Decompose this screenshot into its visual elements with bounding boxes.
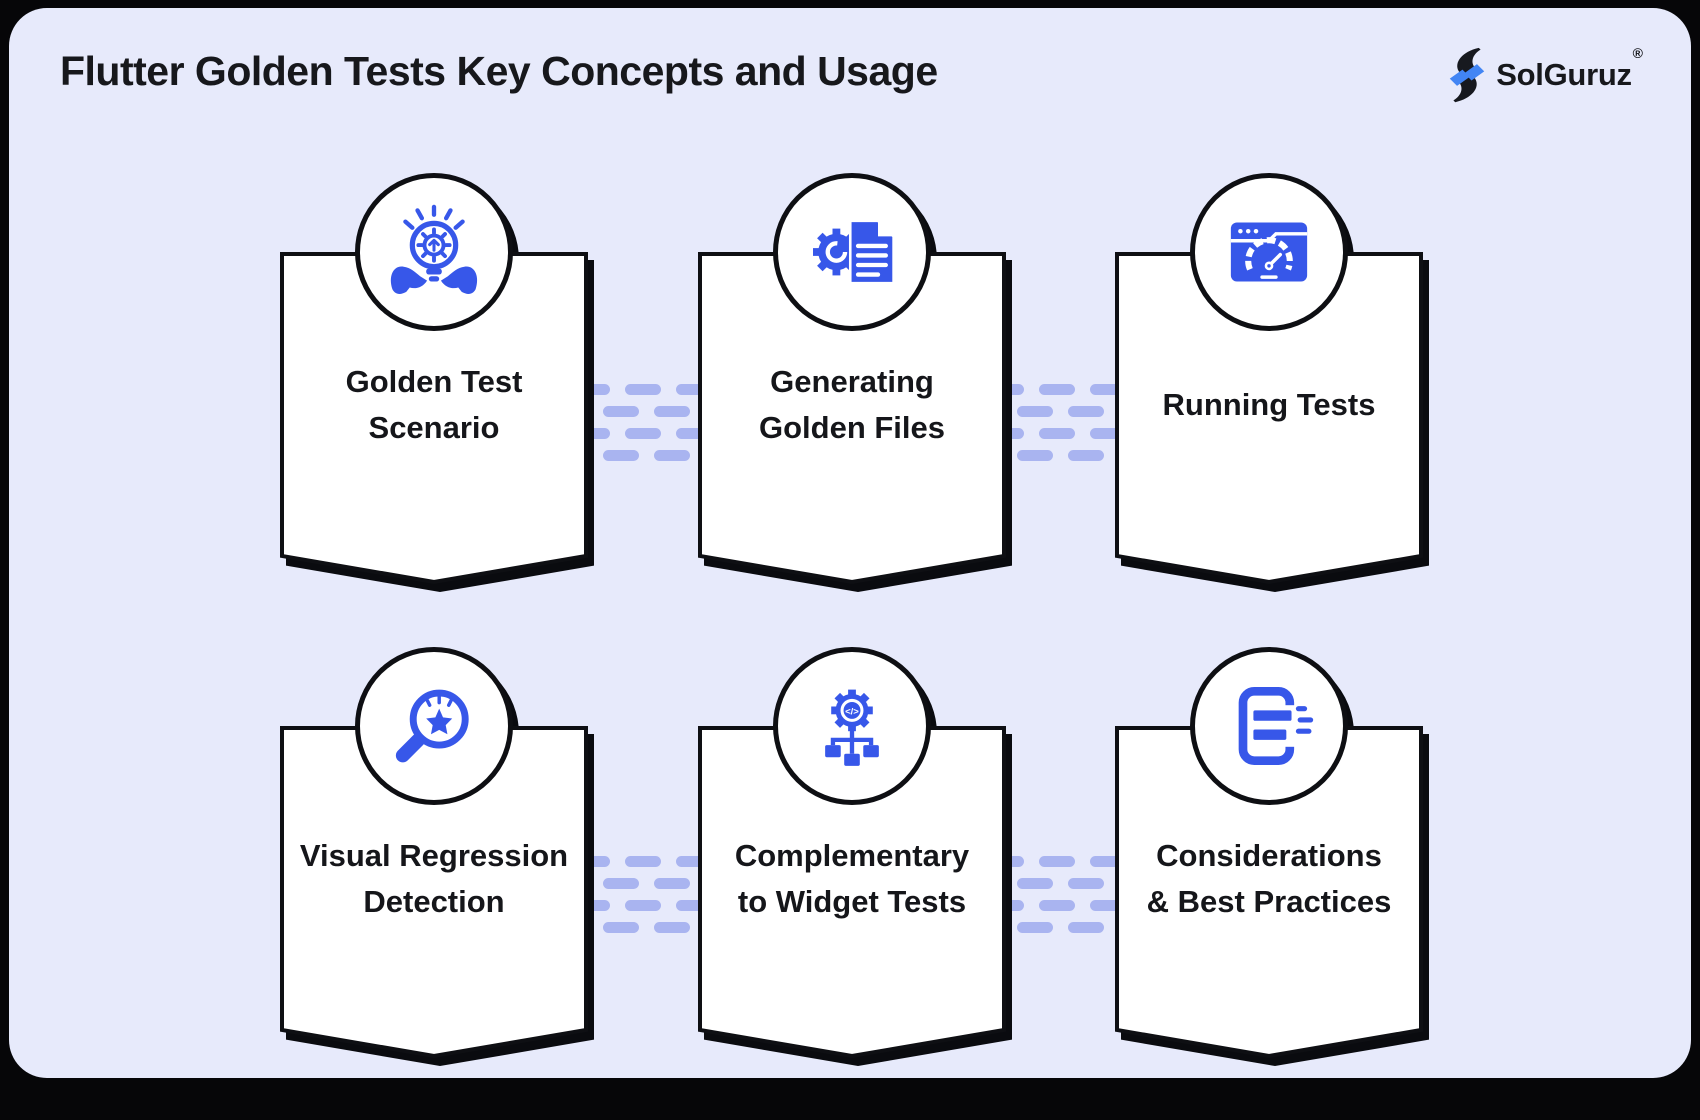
card-visual-regression-detection: Visual Regression Detection	[280, 646, 588, 1062]
connector-dash	[1090, 384, 1126, 395]
card-pennant-shape	[1115, 252, 1423, 585]
card-label-line1: Golden Test	[345, 364, 523, 400]
connector-dash	[1017, 922, 1053, 933]
connector-dash	[1068, 878, 1104, 889]
connector-dash	[654, 922, 690, 933]
brand-logo: SolGuruz®	[1446, 45, 1643, 104]
brand-name: SolGuruz	[1496, 57, 1632, 92]
connector-dash	[676, 856, 712, 867]
card-label-line2: to Widget Tests	[737, 884, 967, 919]
connector-row2-right	[988, 856, 1128, 936]
icon-badge	[355, 173, 513, 331]
hands-idea-bulb-icon	[390, 204, 478, 294]
icon-badge	[773, 173, 931, 331]
connector-dash	[574, 384, 610, 395]
connector-dash	[625, 428, 661, 439]
connector-row1-right	[988, 384, 1128, 464]
card-label-line1: Complementary	[734, 838, 970, 874]
icon-badge	[1190, 173, 1348, 331]
card-pennant-shape	[280, 726, 588, 1059]
connector-dash	[988, 428, 1024, 439]
card-label-line2: & Best Practices	[1146, 884, 1392, 919]
connector-dash	[1017, 406, 1053, 417]
connector-dash	[676, 900, 712, 911]
card-label-line2: Detection	[363, 884, 505, 919]
connector-dash	[1039, 856, 1075, 867]
connector-dash	[1068, 922, 1104, 933]
card-pennant-shape	[698, 252, 1006, 585]
card-label-line2: Scenario	[368, 410, 500, 445]
card-label: Visual Regression Detection	[280, 726, 588, 1032]
connector-dash	[603, 450, 639, 461]
solguruz-logo-icon	[1450, 47, 1485, 103]
connector-dash	[654, 878, 690, 889]
page-title: Flutter Golden Tests Key Concepts and Us…	[60, 48, 938, 94]
connector-dash	[1017, 450, 1053, 461]
card-label: Generating Golden Files	[698, 252, 1006, 558]
connector-dash	[676, 428, 712, 439]
connector-dash	[1090, 856, 1126, 867]
registered-trademark: ®	[1632, 45, 1643, 61]
connector-dash	[654, 406, 690, 417]
card-label-line1: Considerations	[1156, 838, 1382, 874]
card-label: Considerations & Best Practices	[1115, 726, 1423, 1032]
svg-text:</>: </>	[845, 706, 859, 717]
connector-dash	[1039, 428, 1075, 439]
connector-dash	[1039, 384, 1075, 395]
connector-dash	[1090, 428, 1126, 439]
magnifier-star-icon	[395, 689, 469, 763]
icon-badge	[1190, 647, 1348, 805]
card-label: Golden Test Scenario	[280, 252, 588, 558]
connector-dash	[1039, 900, 1075, 911]
connector-dash	[654, 450, 690, 461]
card-running-tests: Running Tests	[1115, 172, 1423, 588]
connector-dash	[1068, 450, 1104, 461]
gear-code-flow-icon: </>	[825, 689, 879, 766]
connector-dash	[988, 900, 1024, 911]
connector-dash	[1017, 878, 1053, 889]
card-label-line1: Visual Regression	[299, 838, 569, 874]
connector-dash	[574, 428, 610, 439]
card-label: Complementary to Widget Tests	[698, 726, 1006, 1032]
gear-document-icon	[813, 219, 895, 285]
connector-row2-left	[574, 856, 714, 936]
connector-dash	[603, 878, 639, 889]
card-label-line2: Golden Files	[758, 410, 946, 445]
icon-badge	[355, 647, 513, 805]
card-generating-golden-files: Generating Golden Files	[698, 172, 1006, 588]
connector-dash	[988, 384, 1024, 395]
connector-dash	[574, 900, 610, 911]
card-golden-test-scenario: Golden Test Scenario	[280, 172, 588, 588]
connector-dash	[574, 856, 610, 867]
card-complementary-to-widget-tests: </> Complementary to Widget Tests	[698, 646, 1006, 1062]
connector-dash	[625, 384, 661, 395]
card-pennant-shape	[698, 726, 1006, 1059]
connector-dash	[1090, 900, 1126, 911]
connector-dash	[603, 406, 639, 417]
card-considerations-best-practices: Considerations & Best Practices	[1115, 646, 1423, 1062]
document-speed-icon	[1238, 687, 1314, 765]
card-label: Running Tests	[1115, 252, 1423, 558]
card-pennant-shape	[280, 252, 588, 585]
connector-dash	[988, 856, 1024, 867]
connector-dash	[1068, 406, 1104, 417]
connector-dash	[625, 900, 661, 911]
icon-badge: </>	[773, 647, 931, 805]
browser-speedometer-icon	[1230, 222, 1308, 282]
card-pennant-shape	[1115, 726, 1423, 1059]
connector-row1-left	[574, 384, 714, 464]
card-label-line1: Running Tests	[1162, 387, 1376, 423]
connector-dash	[625, 856, 661, 867]
connector-dash	[603, 922, 639, 933]
card-label-line1: Generating	[770, 364, 934, 400]
connector-dash	[676, 384, 712, 395]
